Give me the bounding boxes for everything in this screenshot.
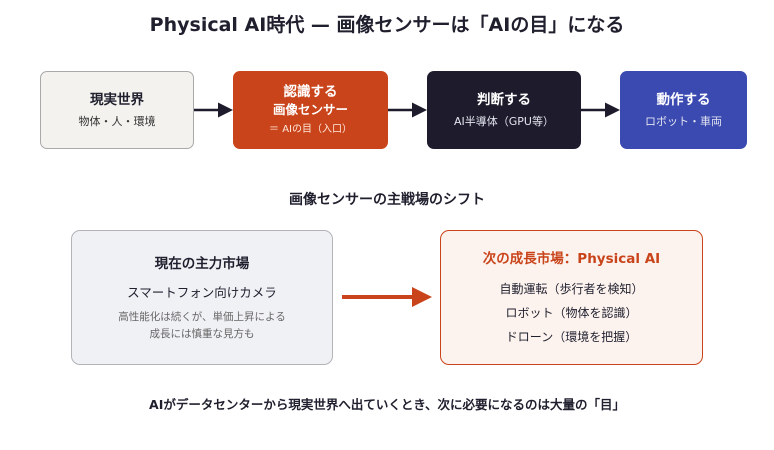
next-market-item-1: 自動運転（歩行者を検知） bbox=[499, 281, 644, 296]
flow-box-sub: 物体・人・環境 bbox=[78, 114, 156, 128]
current-market-heading: 現在の主力市場 bbox=[154, 256, 250, 272]
next-market-item-3: ドローン（環境を把握） bbox=[505, 329, 638, 344]
current-market-note-2: 成長には慎重な見方も bbox=[149, 328, 255, 340]
current-market-panel: 現在の主力市場 スマートフォン向けカメラ 高性能化は続くが、単価上昇による 成長… bbox=[71, 230, 333, 365]
current-market-item: スマートフォン向けカメラ bbox=[127, 285, 277, 300]
flow-box-title: 現実世界 bbox=[90, 91, 144, 108]
flow-box-title: 判断する bbox=[477, 91, 531, 108]
flow-box-title: 認識する bbox=[283, 83, 338, 100]
next-market-panel: 次の成長市場：Physical AI 自動運転（歩行者を検知） ロボット（物体を… bbox=[440, 230, 703, 365]
flow-box-recognize: 認識する 画像センサー ＝ AIの目（入口） bbox=[233, 71, 388, 149]
page-title: Physical AI時代 — 画像センサーは「AIの目」になる bbox=[149, 14, 625, 36]
footer-caption: AIがデータセンターから現実世界へ出ていくとき、次に必要になるのは大量の「目」 bbox=[149, 397, 625, 412]
flow-box-sub: AI半導体（GPU等） bbox=[454, 114, 554, 128]
next-market-heading: 次の成長市場：Physical AI bbox=[482, 250, 661, 267]
flow-box-real-world: 現実世界 物体・人・環境 bbox=[40, 71, 194, 149]
flow-box-act: 動作する ロボット・車両 bbox=[620, 71, 747, 149]
flow-box-sub: ロボット・車両 bbox=[645, 114, 722, 128]
current-market-note-1: 高性能化は続くが、単価上昇による bbox=[118, 311, 286, 323]
flow-box-judge: 判断する AI半導体（GPU等） bbox=[427, 71, 581, 149]
flow-box-title-2: 画像センサー bbox=[272, 101, 348, 117]
flow-box-sub: ＝ AIの目（入口） bbox=[269, 123, 352, 135]
flow-box-title: 動作する bbox=[656, 91, 711, 108]
shift-title: 画像センサーの主戦場のシフト bbox=[289, 192, 485, 208]
next-market-item-2: ロボット（物体を認識） bbox=[505, 305, 638, 320]
